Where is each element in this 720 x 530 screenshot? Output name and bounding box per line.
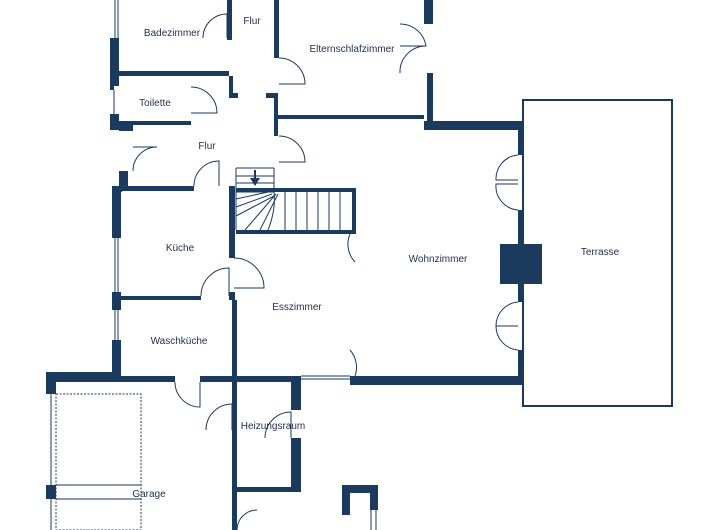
wall [232,300,237,530]
wall [424,121,522,130]
wall [115,376,175,382]
wall [46,372,120,382]
room-label-waschkueche: Waschküche [151,336,208,347]
wall [266,93,278,98]
wall [110,86,114,90]
wall [370,485,378,510]
door-arc [190,86,218,114]
wall [274,115,424,119]
wall [46,485,56,499]
wall [200,376,300,382]
wall [229,93,238,98]
wall [229,186,235,258]
room-label-flur-top: Flur [243,16,261,27]
room-label-flur-middle: Flur [198,141,216,152]
room-label-badezimmer: Badezimmer [144,28,201,39]
door-arc [202,13,228,39]
arrow-down-icon [250,170,260,186]
door-arc [233,257,265,289]
wall [352,188,356,234]
wall [518,125,523,155]
wall [291,376,301,410]
room-label-garage: Garage [132,489,166,500]
door-arc [193,160,220,187]
room-label-wohnzimmer: Wohnzimmer [409,254,468,265]
door-arc [278,57,306,85]
wall [229,76,233,98]
door-arc [132,146,158,172]
door-arc [495,325,519,351]
wall [236,188,356,192]
garage-opening [55,393,142,530]
room-label-elternschlafzimmer: Elternschlafzimmer [309,44,395,55]
wall [229,292,235,300]
wall [110,114,119,130]
stairs [235,167,341,231]
doors [132,13,519,530]
door-arc [399,45,427,74]
wall [112,292,121,310]
door-arc [200,267,230,297]
wall [121,296,201,300]
wall [350,376,522,385]
wall [128,186,194,191]
door-arc [205,403,233,431]
wall [424,0,433,24]
door-arc [278,135,306,163]
door-arc [174,381,201,408]
thin-lines [50,0,673,530]
wall [342,485,350,515]
wall [342,485,378,493]
wall [119,121,191,125]
wall [291,438,301,492]
walls [46,0,542,530]
room-label-terrasse: Terrasse [581,247,620,258]
wall [227,0,232,40]
room-label-esszimmer: Esszimmer [272,302,322,313]
door-arc [495,154,519,181]
wall [119,71,229,76]
wall [112,340,121,378]
room-label-toilette: Toilette [139,98,171,109]
door-arc [264,411,292,439]
wall [119,125,133,131]
wall [427,73,433,125]
room-label-heizungsraum: Heizungsraum [241,421,305,432]
door-arc [347,233,356,263]
door-arc [495,301,519,327]
wall [119,171,128,191]
wall [236,230,356,234]
wall [237,487,301,492]
door-arc [349,349,358,377]
door-arc [399,23,427,47]
room-label-kueche: Küche [166,243,195,254]
door-arc [495,183,519,211]
wall [112,186,121,238]
fireplace [500,244,542,284]
terrace-outline [522,99,673,407]
wall [274,0,279,58]
door-arc [236,509,258,530]
room-labels: Badezimmer Flur Elternschlafzimmer Toile… [132,16,619,500]
wall [110,38,119,86]
wall [518,350,523,380]
wall [46,372,56,394]
